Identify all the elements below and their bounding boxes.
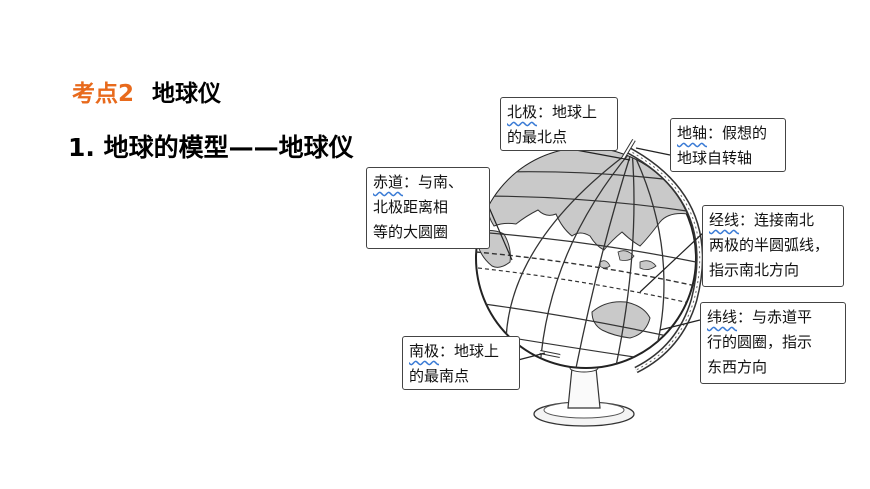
callout-term: 北极 — [507, 103, 538, 121]
callout-term: 赤道 — [373, 173, 404, 191]
land-islands — [599, 250, 657, 270]
callout-term: 纬线 — [707, 308, 738, 326]
section-heading: 考点2 地球仪 — [72, 74, 221, 108]
leader-north-pole — [575, 149, 631, 161]
globe-axis — [539, 138, 636, 358]
callout-parallel: 纬线：与赤道平 行的圆圈，指示 东西方向 — [700, 302, 846, 384]
leader-lines — [487, 147, 705, 361]
callout-south-pole: 南极：地球上 的最南点 — [402, 336, 520, 390]
callout-equator: 赤道：与南、 北极距离相 等的大圆圈 — [366, 167, 490, 249]
callout-term: 经线 — [709, 211, 740, 229]
leader-parallel — [659, 319, 701, 331]
callout-axis: 地轴：假想的 地球自转轴 — [670, 118, 786, 172]
callout-north-pole: 北极：地球上 的最北点 — [500, 97, 618, 151]
callout-term: 地轴 — [677, 124, 708, 142]
leader-equator — [487, 204, 513, 261]
globe-sphere — [475, 147, 697, 369]
point-title: 地球仪 — [152, 81, 222, 107]
leader-meridian — [639, 231, 705, 293]
callout-meridian: 经线：连接南北 两极的半圆弧线， 指示南北方向 — [702, 205, 844, 287]
leader-axis — [635, 147, 671, 156]
globe-stand — [533, 359, 635, 427]
meridian-ring — [626, 146, 704, 374]
callout-term: 南极 — [409, 342, 440, 360]
subheading: 1. 地球的模型——地球仪 — [68, 133, 354, 162]
leader-south-pole — [517, 352, 546, 361]
point-label: 考点2 — [72, 81, 135, 107]
